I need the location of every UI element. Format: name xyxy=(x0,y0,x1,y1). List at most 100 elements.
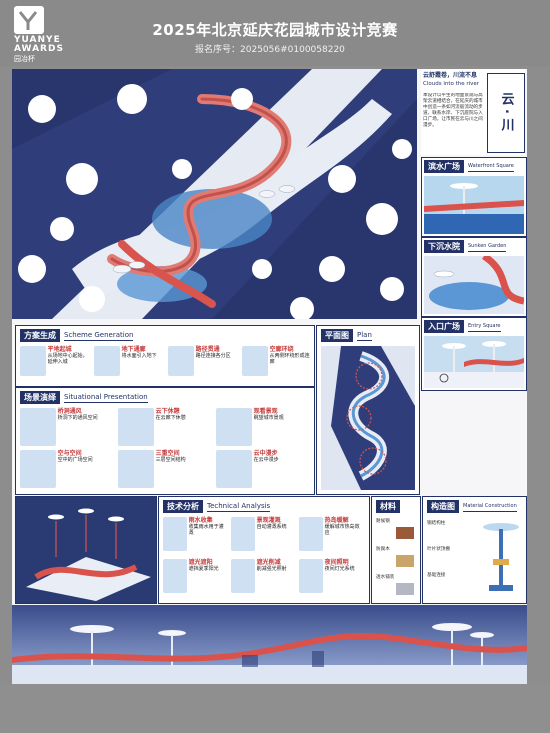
tech-thumb-2 xyxy=(231,517,255,551)
scheme-panel: 方案生成 Scheme Generation 平地起城从场地中心起始，延伸入城 地… xyxy=(15,325,315,387)
materials-panel: 材料 耐候钢 防腐木 透水铺装 xyxy=(371,496,421,604)
concept-text: 本设计以平生的地面景观与高架云道相结合，在延庆的城市中创造一条如河流般流动的步道… xyxy=(423,93,483,128)
sunken-rendering xyxy=(424,256,524,314)
plan-en: Plan xyxy=(357,330,372,341)
concept-panel: 云舒霞卷，川流不息 Clouds into the river 本设计以平生的地… xyxy=(421,69,525,155)
tech-3: 热岛缓解缓解城市热岛效应 xyxy=(299,517,365,551)
entry-rendering xyxy=(424,336,524,388)
tech-illustration-panel xyxy=(15,496,157,604)
tech-6: 夜间照明夜间灯光系统 xyxy=(299,559,365,593)
materials-head: 材料 xyxy=(376,500,400,513)
tech-5-title: 遮光削减 xyxy=(256,559,281,566)
tech-illustration xyxy=(26,508,151,601)
tech-1-title: 雨水收集 xyxy=(188,517,213,524)
tech-2-title: 景观灌溉 xyxy=(256,517,281,524)
site-plan xyxy=(321,346,415,490)
swatch-wood xyxy=(396,555,414,567)
material-1: 耐候钢 xyxy=(376,519,390,524)
waterfront-title: 滨水广场 xyxy=(424,160,464,173)
reg-label: 报名序号： xyxy=(195,45,241,55)
scene-6-desc: 在云中漫步 xyxy=(253,457,279,463)
tech-thumb-1 xyxy=(163,517,187,551)
concept-en: Clouds into the river xyxy=(423,81,480,87)
tech-thumb-6 xyxy=(299,559,323,593)
construction-note-3: 基础连接 xyxy=(427,573,446,578)
scheme-step-2-title: 地下通廊 xyxy=(121,346,146,353)
logo: YUANYE AWARDS 园冶杯 xyxy=(14,6,94,63)
scheme-step-1: 平地起城从场地中心起始，延伸入城 xyxy=(20,346,90,376)
construction-note-1: 钢结构柱 xyxy=(427,521,446,526)
plan-title: 平面图 xyxy=(321,329,353,342)
scene-thumb-4 xyxy=(20,450,56,488)
tech-3-desc: 缓解城市热岛效应 xyxy=(324,524,360,536)
scene-3: 观看景观眺望城市景观 xyxy=(216,408,310,446)
tech-4-desc: 遮挡夏季阳光 xyxy=(188,566,219,572)
scheme-step-2-desc: 将水面引入地下 xyxy=(121,353,157,359)
scene-4-desc: 空中的广场空间 xyxy=(57,457,93,463)
scheme-en: Scheme Generation xyxy=(64,330,134,341)
scene-thumb-5 xyxy=(118,450,154,488)
scheme-thumb-3 xyxy=(168,346,194,376)
sunken-title: 下沉水院 xyxy=(424,240,464,253)
tech-3-title: 热岛缓解 xyxy=(324,517,349,524)
poster-board: 云舒霞卷，川流不息 Clouds into the river 本设计以平生的地… xyxy=(12,69,527,684)
tech-6-desc: 夜间灯光系统 xyxy=(324,566,355,572)
entry-panel: 入口广场 Entry Square xyxy=(421,317,527,391)
tech-en: Technical Analysis xyxy=(207,501,271,512)
tech-panel: 技术分析 Technical Analysis 雨水收集收集雨水用于灌溉 景观灌溉… xyxy=(158,496,370,604)
swatch-paving xyxy=(396,583,414,595)
entry-en: Entry Square xyxy=(468,322,501,332)
material-3: 透水铺装 xyxy=(376,575,395,580)
scene-3-desc: 眺望城市景观 xyxy=(253,415,284,421)
entry-title: 入口广场 xyxy=(424,320,464,333)
construction-title: 构造图 xyxy=(427,500,459,513)
materials-title: 材料 xyxy=(376,500,400,513)
scheme-step-4-desc: 从两侧环绕形成连廊 xyxy=(269,353,310,365)
scene-1-desc: 桥洞下的通风空间 xyxy=(57,415,98,421)
entry-head: 入口广场 Entry Square xyxy=(424,320,501,333)
scene-1: 桥洞通风桥洞下的通风空间 xyxy=(20,408,114,446)
plan-panel: 平面图 Plan xyxy=(316,325,420,495)
scheme-step-3-title: 路径贯通 xyxy=(195,346,220,353)
swatch-steel xyxy=(396,527,414,539)
construction-diagram xyxy=(483,523,519,591)
scene-4-title: 空与空间 xyxy=(57,450,82,457)
scene-4: 空与空间空中的广场空间 xyxy=(20,450,114,488)
situational-title: 场景演绎 xyxy=(20,391,60,404)
hero-illustration xyxy=(12,69,417,321)
vertical-title-box: 云·川 xyxy=(487,73,525,153)
footer-band xyxy=(0,684,550,733)
registration-line: 报名序号：2025056#0100058220 xyxy=(195,42,345,55)
tech-head: 技术分析 Technical Analysis xyxy=(163,500,271,513)
tech-title: 技术分析 xyxy=(163,500,203,513)
scheme-step-4: 空廊环绕从两侧环绕形成连廊 xyxy=(242,346,312,376)
scheme-thumb-1 xyxy=(20,346,46,376)
tech-thumb-5 xyxy=(231,559,255,593)
construction-head: 构造图 Material Construction xyxy=(427,500,527,513)
tech-4-title: 遮光遮阳 xyxy=(188,559,213,566)
scheme-thumb-2 xyxy=(94,346,120,376)
scheme-thumb-4 xyxy=(242,346,268,376)
tech-5: 遮光削减削减强光照射 xyxy=(231,559,297,593)
construction-en: Material Construction xyxy=(463,502,517,512)
scene-6: 云中漫步在云中漫步 xyxy=(216,450,310,488)
scene-thumb-2 xyxy=(118,408,154,446)
scheme-title: 方案生成 xyxy=(20,329,60,342)
reg-value: 2025056#0100058220 xyxy=(240,45,345,55)
tech-5-desc: 削减强光照射 xyxy=(256,566,287,572)
awards-mark-icon xyxy=(14,6,44,34)
scene-thumb-1 xyxy=(20,408,56,446)
scene-thumb-6 xyxy=(216,450,252,488)
scheme-head: 方案生成 Scheme Generation xyxy=(20,329,134,342)
tech-1-desc: 收集雨水用于灌溉 xyxy=(188,524,224,536)
scene-1-title: 桥洞通风 xyxy=(57,408,82,415)
right-column: 云舒霞卷，川流不息 Clouds into the river 本设计以平生的地… xyxy=(421,69,527,391)
tech-2: 景观灌溉自动灌溉系统 xyxy=(231,517,297,551)
waterfront-rendering xyxy=(424,176,524,234)
